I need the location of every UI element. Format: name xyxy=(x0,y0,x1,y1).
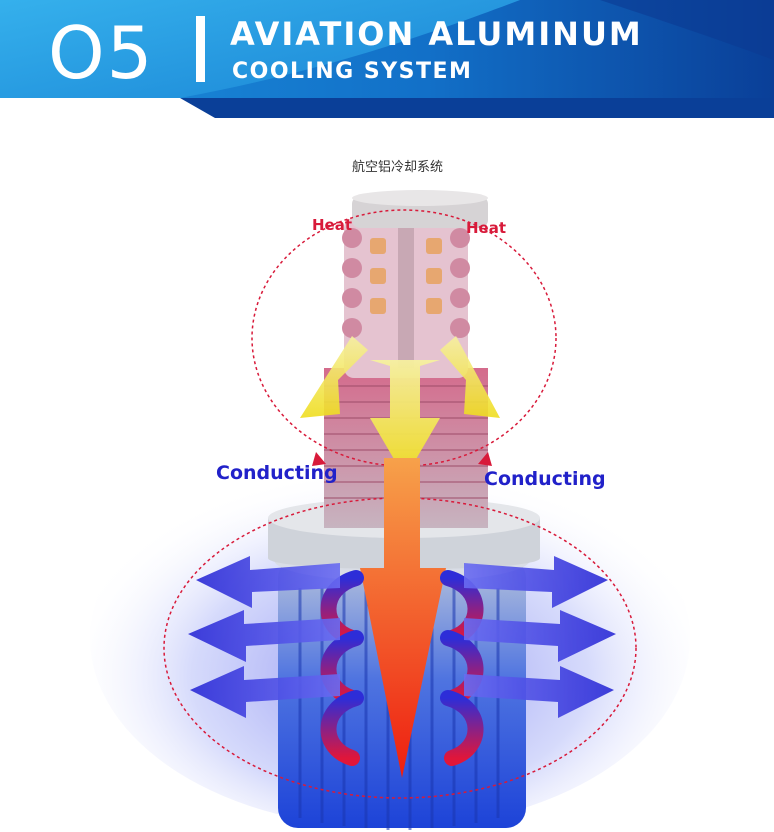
header-background xyxy=(0,0,774,118)
red-heat-arrow xyxy=(360,458,446,778)
cooling-diagram: 航空铝冷却系统 Heat Heat Conducting Conducting xyxy=(0,118,774,832)
section-number: O5 xyxy=(48,11,155,95)
section-subtitle: COOLING SYSTEM xyxy=(232,59,473,84)
heat-loop xyxy=(251,209,557,467)
heat-label-right: Heat xyxy=(466,219,507,237)
yellow-arrow-center xyxy=(370,360,440,478)
arrowhead-left xyxy=(312,452,326,466)
conducting-label-right: Conducting xyxy=(484,468,606,490)
header-divider xyxy=(196,16,205,82)
curl-arrows xyxy=(320,570,484,766)
section-title: AVIATION ALUMINUM xyxy=(230,15,643,53)
conducting-label-left: Conducting xyxy=(216,462,338,484)
yellow-arrow-right xyxy=(440,336,500,418)
bulb-illustration xyxy=(90,190,690,830)
arrowhead-right xyxy=(478,452,492,466)
bulb-cap xyxy=(352,190,488,228)
section-header: O5 AVIATION ALUMINUM COOLING SYSTEM xyxy=(0,0,774,118)
blue-arrows-left xyxy=(188,556,340,718)
led-column xyxy=(342,218,470,378)
blue-arrows-right xyxy=(464,556,616,718)
heat-label-left: Heat xyxy=(312,216,353,234)
yellow-arrow-left xyxy=(300,336,368,418)
chinese-caption: 航空铝冷却系统 xyxy=(352,160,444,175)
